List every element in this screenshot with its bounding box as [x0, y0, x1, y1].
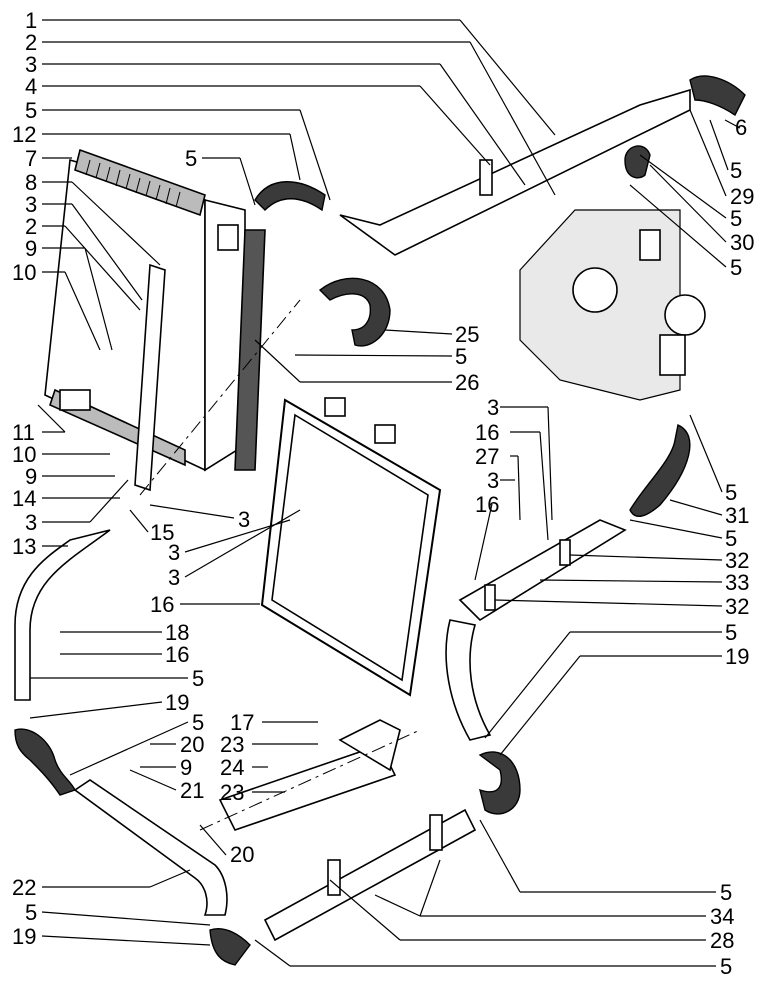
callout-label: 9: [25, 236, 37, 261]
seal-strip: [234, 229, 266, 471]
callout-label: 3: [168, 565, 180, 590]
callout-label: 5: [25, 98, 37, 123]
callout-label: 27: [475, 444, 499, 469]
callout-label: 30: [730, 230, 754, 255]
callout-label: 15: [150, 520, 174, 545]
callout-label: 32: [725, 548, 749, 573]
callout-label: 3: [487, 395, 499, 420]
callout-label: 14: [12, 486, 36, 511]
callout-label: 25: [455, 322, 479, 347]
callout-label: 5: [730, 158, 742, 183]
left-pipe-22: [73, 779, 228, 916]
callout-label: 5: [730, 255, 742, 280]
callout-label: 18: [165, 620, 189, 645]
callout-label: 32: [725, 594, 749, 619]
callout-label: 10: [12, 442, 36, 467]
radiator: [44, 148, 246, 492]
callout-label: 34: [710, 904, 734, 929]
callout-label: 21: [180, 778, 204, 803]
callout-label: 5: [720, 880, 732, 905]
callout-label: 7: [25, 146, 37, 171]
callout-label: 6: [735, 115, 747, 140]
callout-label: 8: [25, 170, 37, 195]
callout-label: 10: [12, 260, 36, 285]
callout-label: 28: [710, 928, 734, 953]
engine-block: [519, 209, 706, 401]
callout-label: 20: [180, 732, 204, 757]
callout-label: 26: [455, 370, 479, 395]
callout-label: 16: [150, 592, 174, 617]
callout-label: 3: [25, 52, 37, 77]
callout-label: 19: [725, 644, 749, 669]
callout-label: 12: [12, 122, 36, 147]
callout-label: 5: [725, 526, 737, 551]
callout-label: 23: [220, 732, 244, 757]
callout-label: 3: [25, 192, 37, 217]
callout-label: 3: [238, 507, 250, 532]
callout-label: 3: [487, 468, 499, 493]
callout-label: 23: [220, 780, 244, 805]
callout-label: 31: [725, 503, 749, 528]
callout-label: 17: [230, 710, 254, 735]
right-pipe-33: [445, 519, 627, 741]
shroud-frame: [260, 397, 442, 697]
upper-pipe: [339, 88, 691, 256]
callout-label: 9: [25, 464, 37, 489]
callout-label: 19: [12, 924, 36, 949]
callout-label: 19: [165, 690, 189, 715]
callout-label: 13: [12, 534, 36, 559]
callout-label: 2: [25, 30, 37, 55]
callout-label: 33: [725, 570, 749, 595]
callout-label: 24: [220, 755, 244, 780]
right-hose-31: [629, 423, 691, 517]
callout-label: 3: [25, 510, 37, 535]
callout-label: 5: [192, 666, 204, 691]
left-hose-19b: [209, 928, 251, 966]
callout-label: 5: [455, 344, 467, 369]
callout-label: 5: [725, 620, 737, 645]
callouts-right: 6 5 29 5 30 5 3 16 27 3 16 5 31 5 32 33 …: [254, 109, 754, 979]
left-pipe-13: [14, 529, 111, 701]
callout-label: 5: [185, 146, 197, 171]
callout-label: 3: [168, 540, 180, 565]
callout-label: 29: [730, 184, 754, 209]
lower-pipe-28: [263, 808, 477, 942]
callout-label: 5: [192, 710, 204, 735]
callout-label: 16: [475, 492, 499, 517]
right-hose-19: [478, 751, 521, 815]
callout-label: 20: [230, 842, 254, 867]
callout-label: 2: [25, 214, 37, 239]
left-hose-19: [14, 728, 76, 796]
upper-hoses: [254, 75, 746, 347]
callout-label: 16: [165, 642, 189, 667]
callout-label: 5: [25, 900, 37, 925]
callout-label: 5: [730, 206, 742, 231]
assembly-lines: [139, 299, 421, 831]
bracket: [218, 719, 401, 831]
callout-label: 4: [25, 74, 37, 99]
callouts-center: 3 25 5 26 3 15 3 16 17 23 24 23: [129, 322, 479, 805]
callout-label: 5: [725, 480, 737, 505]
callout-label: 9: [180, 755, 192, 780]
callout-label: 5: [720, 954, 732, 979]
callouts-left: 1 2 3 4 5 12 5 7 8 3 2 9 10 11 10 9 14 3: [12, 8, 556, 949]
callout-label: 16: [475, 420, 499, 445]
callout-label: 1: [25, 8, 37, 33]
callout-label: 22: [12, 875, 36, 900]
callout-label: 11: [12, 420, 35, 445]
